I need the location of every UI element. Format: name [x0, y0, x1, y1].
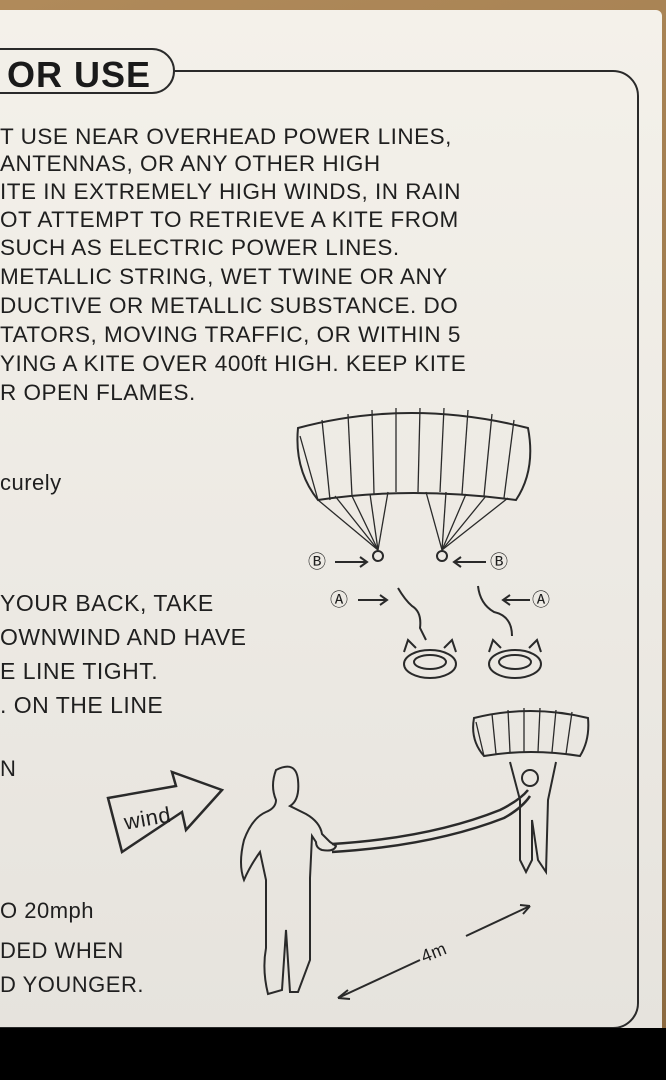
label-b-left: Ⓑ [308, 552, 327, 572]
wind-speed-text: O 20mph [0, 898, 94, 923]
warning-line-2: ANTENNAS, OR ANY OTHER HIGH [0, 151, 381, 176]
step-one-text: curely [0, 470, 62, 495]
section-title: OR USE [7, 54, 152, 95]
warning-line-9: YING A KITE OVER 400ft HIGH. KEEP KITE [0, 351, 467, 376]
flying-kite-icon [472, 707, 590, 876]
warning-line-10: R OPEN FLAMES. [0, 380, 196, 405]
step-two-line-1: YOUR BACK, TAKE [0, 590, 214, 616]
kite-diagram [106, 407, 590, 1000]
handle-left-icon [403, 638, 457, 679]
warning-line-8: TATORS, MOVING TRAFFIC, OR WITHIN 5 [0, 322, 461, 347]
bottom-black-bar [0, 1028, 666, 1080]
label-b-right: Ⓑ [490, 552, 509, 572]
warning-line-5: SUCH AS ELECTRIC POWER LINES. [0, 235, 400, 260]
warning-line-7: DUCTIVE OR METALLIC SUBSTANCE. DO [0, 293, 459, 318]
handle-right-icon [488, 638, 542, 679]
fragment-n: N [0, 756, 17, 781]
age-line-2: D YOUNGER. [0, 972, 144, 997]
wind-arrow-icon [106, 769, 225, 855]
parafoil-kite-icon [296, 407, 532, 562]
warning-line-6: METALLIC STRING, WET TWINE OR ANY [0, 264, 448, 289]
warning-line-1: T USE NEAR OVERHEAD POWER LINES, [0, 124, 452, 149]
step-two-line-2: OWNWIND AND HAVE [0, 624, 247, 650]
photo-background: OR USE T USE NEAR OVERHEAD POWER LINES, … [0, 0, 666, 1028]
instruction-sheet: OR USE T USE NEAR OVERHEAD POWER LINES, … [0, 10, 662, 1028]
label-a-left: Ⓐ [330, 590, 349, 610]
warning-line-4: OT ATTEMPT TO RETRIEVE A KITE FROM [0, 207, 459, 232]
section-frame [0, 70, 639, 1028]
section-header-tab: OR USE [0, 48, 175, 95]
step-two-line-3: E LINE TIGHT. [0, 658, 159, 684]
age-line-1: DED WHEN [0, 938, 124, 963]
step-two-line-4: . ON THE LINE [0, 692, 164, 718]
person-icon [240, 765, 338, 996]
warning-line-3: ITE IN EXTREMELY HIGH WINDS, IN RAIN [0, 179, 461, 204]
label-a-right: Ⓐ [532, 590, 551, 610]
